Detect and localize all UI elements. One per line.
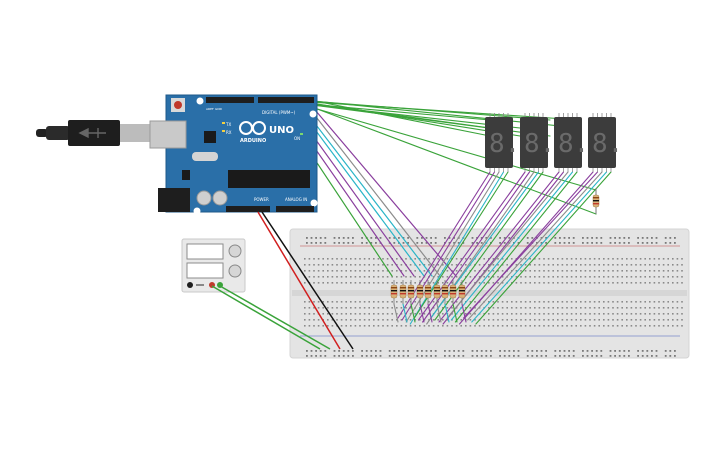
resistor-7[interactable] [441, 280, 449, 304]
seven-segment-display-1[interactable]: 8. [485, 113, 520, 172]
display-glyph: 8. [489, 129, 520, 159]
power-label: POWER [254, 197, 269, 202]
usb-chip [204, 131, 216, 143]
seven-segment-displays[interactable]: 8.8.8.8. [485, 113, 623, 172]
breadboard-center-channel [292, 290, 687, 296]
usb-cable [36, 120, 150, 146]
on-label: ON [294, 136, 300, 141]
usb-icon [78, 127, 106, 139]
mount-hole-1 [196, 97, 204, 105]
resistor-3[interactable] [407, 280, 415, 304]
resistor-4[interactable] [416, 280, 424, 304]
mount-hole-4 [310, 199, 318, 207]
resistor-2[interactable] [399, 280, 407, 304]
display-resistor[interactable] [592, 188, 600, 214]
power-wires [211, 211, 354, 350]
usb-cable-strain [46, 126, 70, 140]
gnd-label: GND [215, 107, 223, 111]
capacitor-1 [196, 190, 212, 206]
power-supply-display-1 [186, 243, 224, 260]
analog-label: ANALOG IN [285, 197, 307, 202]
on-led [300, 133, 303, 135]
digital-label: DIGITAL (PWM~) [262, 110, 296, 115]
usb-plug-metal [120, 124, 150, 142]
regulator [182, 170, 190, 180]
tx-led [222, 122, 225, 124]
capacitor-2 [212, 190, 228, 206]
breadboard[interactable] [289, 228, 690, 359]
resistor-9[interactable] [458, 280, 466, 304]
display-glyph: 8. [592, 129, 623, 159]
arduino-uno-board[interactable]: ARDUINO UNO DIGITAL (PWM~) POWER ANALOG … [149, 94, 318, 215]
display-glyph: 8. [524, 129, 555, 159]
mount-hole-2 [309, 110, 317, 118]
power-supply-module[interactable] [181, 238, 246, 293]
knob-1-icon[interactable] [228, 244, 242, 258]
tx-label: TX [225, 122, 231, 127]
seven-segment-display-2[interactable]: 8. [520, 113, 555, 172]
rx-label: RX [226, 130, 232, 135]
seven-segment-display-3[interactable]: 8. [554, 113, 589, 172]
reset-button-cap [174, 101, 182, 109]
arduino-logo-icon [239, 121, 266, 135]
board-model-text: UNO [269, 125, 294, 136]
digital-header-high [206, 97, 254, 103]
display-glyph: 8. [558, 129, 589, 159]
resistor-5[interactable] [424, 280, 432, 304]
resistor-8[interactable] [449, 280, 457, 304]
usb-b-jack [149, 120, 187, 149]
atmega-chip [228, 170, 310, 188]
crystal [192, 152, 218, 161]
rx-led [222, 130, 225, 132]
digital-header-low [258, 97, 314, 103]
usb-cable-tail [36, 129, 48, 137]
breadboard-holes [304, 237, 683, 357]
resistor-1[interactable] [390, 280, 398, 304]
terminal-black [187, 282, 193, 288]
aref-label: AREF [206, 107, 214, 111]
resistor-6[interactable] [433, 280, 441, 304]
resistor-array[interactable] [390, 280, 466, 304]
mount-hole-3 [193, 207, 201, 215]
power-supply-display-2 [186, 262, 224, 279]
analog-header [276, 206, 314, 212]
board-logo-text: ARDUINO [240, 138, 266, 144]
power-header [226, 206, 270, 212]
terminal-bar [196, 284, 204, 286]
knob-2-icon[interactable] [228, 264, 242, 278]
dc-power-jack [158, 188, 190, 212]
seven-segment-display-4[interactable]: 8. [588, 113, 623, 172]
